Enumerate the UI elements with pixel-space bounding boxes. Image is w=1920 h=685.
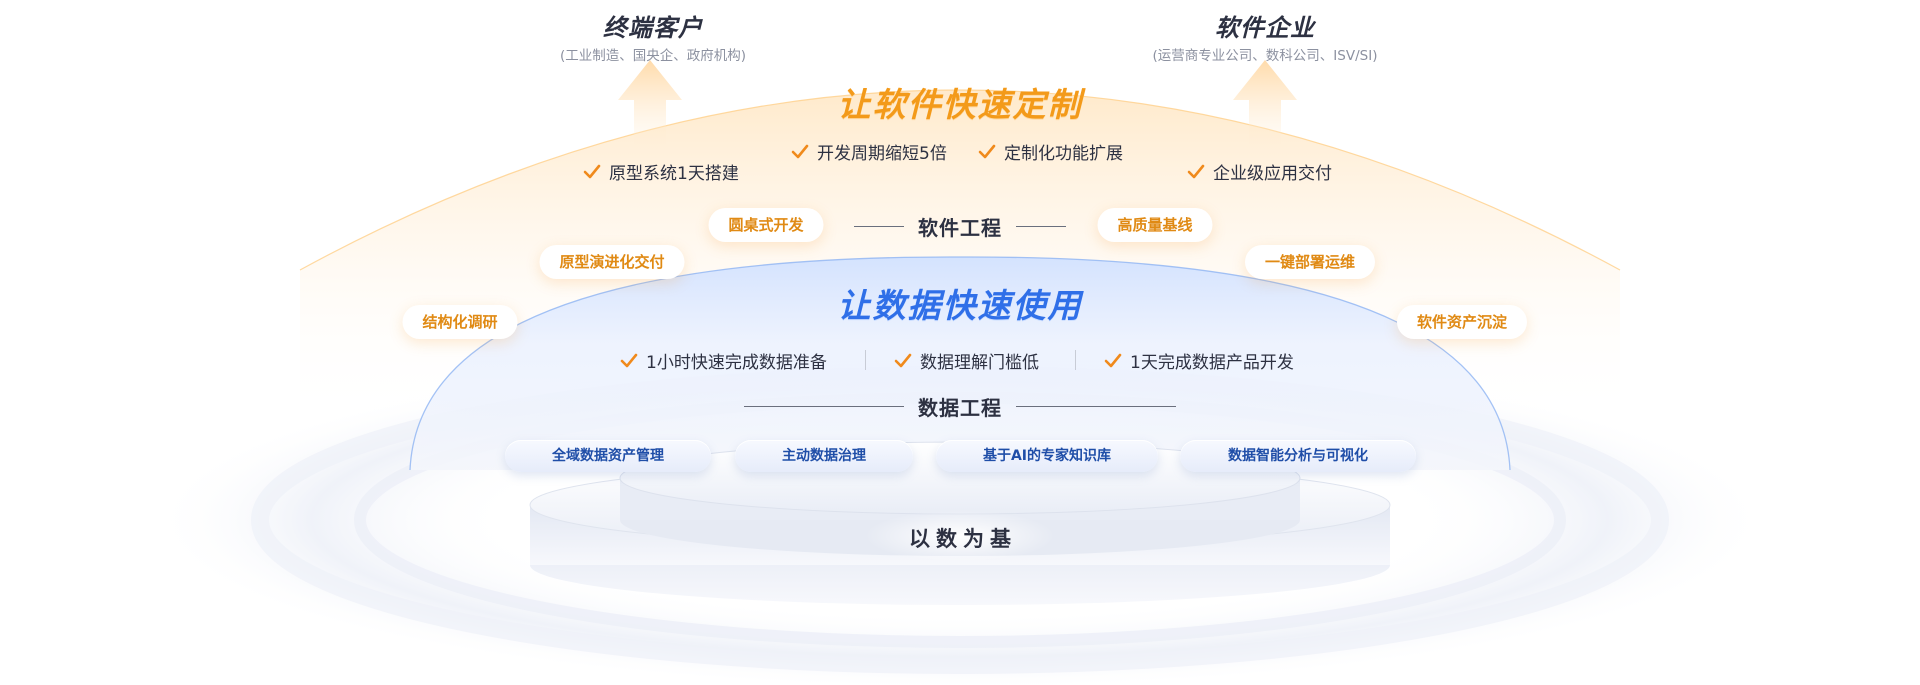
up-arrow-icon: [618, 60, 1297, 160]
pill-prototype-delivery: 原型演进化交付: [539, 245, 685, 279]
divider-line: [1016, 406, 1176, 407]
software-company-subtitle: (运营商专业公司、数科公司、ISV/SI): [1152, 48, 1378, 64]
software-check-item: 定制化功能扩展: [978, 139, 1123, 164]
pill-data-analysis-visualization: 数据智能分析与可视化: [1180, 440, 1416, 472]
pill-data-governance: 主动数据治理: [735, 440, 913, 472]
check-icon: [791, 143, 809, 161]
pill-software-assets: 软件资产沉淀: [1396, 305, 1528, 339]
check-label: 1天完成数据产品开发: [1130, 353, 1294, 373]
software-engineering-label: 软件工程: [918, 216, 1002, 240]
pill-one-click-deploy: 一键部署运维: [1244, 245, 1376, 279]
check-label: 数据理解门槛低: [920, 353, 1039, 373]
customer-title: 终端客户: [603, 14, 703, 42]
check-icon: [620, 352, 638, 370]
software-check-item: 原型系统1天搭建: [583, 159, 739, 184]
check-icon: [1104, 352, 1122, 370]
foundation-label: 以数为基: [909, 527, 1017, 551]
divider-line: [744, 406, 904, 407]
check-icon: [583, 163, 601, 181]
check-icon: [1187, 163, 1205, 181]
data-headline: 让数据快速使用: [837, 286, 1083, 325]
software-headline: 让软件快速定制: [837, 85, 1083, 124]
customer-subtitle: (工业制造、国央企、政府机构): [559, 48, 747, 64]
separator: [1075, 350, 1076, 370]
pill-roundtable-dev: 圆桌式开发: [708, 208, 824, 242]
check-label: 定制化功能扩展: [1004, 144, 1123, 164]
software-engineering-divider: 软件工程: [854, 212, 1066, 241]
software-check-item: 开发周期缩短5倍: [791, 139, 947, 164]
pill-quality-baseline: 高质量基线: [1097, 208, 1213, 242]
check-icon: [978, 143, 996, 161]
software-check-item: 企业级应用交付: [1187, 159, 1332, 184]
data-engineering-label: 数据工程: [918, 396, 1002, 420]
data-check-item: 1天完成数据产品开发: [1104, 348, 1294, 373]
check-label: 企业级应用交付: [1213, 164, 1332, 184]
data-engineering-divider: 数据工程: [744, 392, 1176, 421]
separator: [865, 350, 866, 370]
pill-ai-knowledge-base: 基于AI的专家知识库: [936, 440, 1158, 472]
check-label: 1小时快速完成数据准备: [646, 353, 827, 373]
divider-line: [854, 226, 904, 227]
pill-data-asset-management: 全域数据资产管理: [505, 440, 711, 472]
check-label: 原型系统1天搭建: [609, 164, 739, 184]
check-icon: [894, 352, 912, 370]
data-check-item: 1小时快速完成数据准备: [620, 348, 827, 373]
check-label: 开发周期缩短5倍: [817, 144, 947, 164]
data-check-item: 数据理解门槛低: [894, 348, 1039, 373]
divider-line: [1016, 226, 1066, 227]
software-company-title: 软件企业: [1215, 14, 1315, 42]
pill-structured-research: 结构化调研: [402, 305, 518, 339]
